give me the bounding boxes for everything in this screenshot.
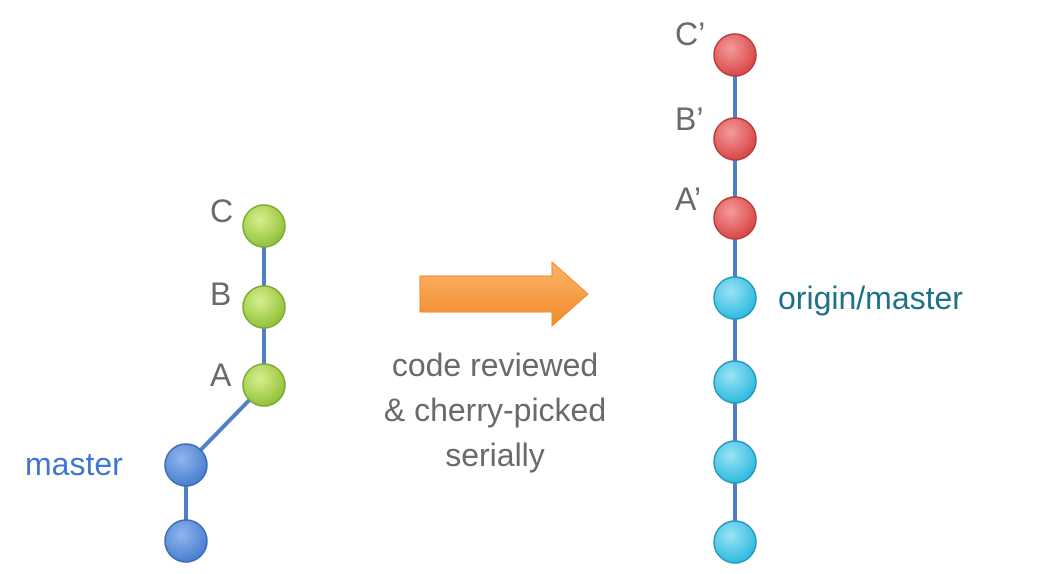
commit-label-b-prime: B’ — [675, 101, 703, 137]
caption-line-3: serially — [445, 437, 545, 473]
commit-label-c-prime: C’ — [675, 16, 705, 52]
commit-label-c: C — [210, 193, 233, 229]
caption: code reviewed & cherry-picked serially — [384, 347, 606, 473]
caption-line-2: & cherry-picked — [384, 392, 606, 428]
caption-line-1: code reviewed — [392, 347, 598, 383]
origin-master-node — [713, 276, 757, 320]
right-branch-commits — [713, 33, 757, 564]
commit-node-a — [242, 363, 286, 407]
commit-node-b-prime — [713, 117, 757, 161]
commit-node-b — [242, 285, 286, 329]
right-arrow-icon — [419, 260, 589, 328]
origin-history-node-1 — [713, 360, 757, 404]
commit-label-b: B — [210, 276, 231, 312]
origin-history-node-3 — [713, 520, 757, 564]
commit-node-c — [242, 204, 286, 248]
origin-history-node-2 — [713, 440, 757, 484]
commit-label-a-prime: A’ — [675, 181, 701, 217]
commit-label-a: A — [210, 357, 232, 393]
left-branch-commits — [164, 204, 286, 563]
commit-node-a-prime — [713, 196, 757, 240]
commit-node-c-prime — [713, 33, 757, 77]
master-label: master — [25, 446, 123, 482]
master-parent-node — [164, 519, 208, 563]
origin-master-label: origin/master — [778, 280, 963, 316]
master-node — [164, 443, 208, 487]
